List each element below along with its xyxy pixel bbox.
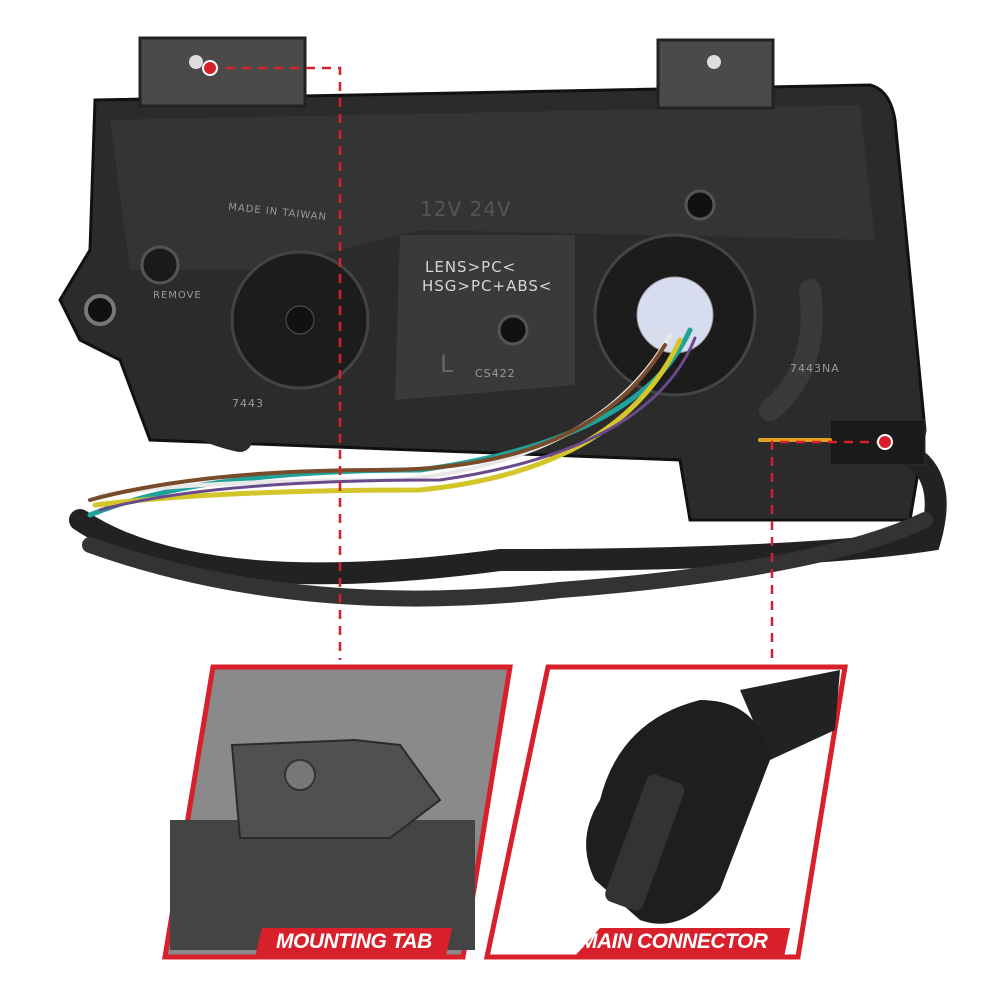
inset-mounting-tab (162, 664, 513, 960)
molded-text-remove: REMOVE (153, 290, 202, 301)
headlight-housing (58, 36, 927, 522)
callout-lines (210, 66, 885, 660)
molded-text-side: L (440, 350, 455, 378)
wiring-harness (69, 279, 947, 607)
mounting-tab-right (656, 38, 775, 110)
inset-main-connector (483, 664, 848, 960)
callout-label-main-connector: MAIN CONNECTOR (580, 930, 768, 953)
callout-dot-connector (877, 434, 893, 450)
callout-label-mounting-tab: MOUNTING TAB (276, 930, 432, 953)
callout-dot-mounting-tab (202, 60, 218, 76)
mounting-tab-left (138, 36, 307, 108)
molded-text-lens: LENS>PC< (425, 258, 517, 276)
molded-text-code: CS422 (475, 367, 516, 380)
molded-text-bulb-left: 7443 (232, 397, 264, 410)
molded-text-voltage: 12V 24V (420, 197, 512, 221)
molded-text-bulb-right: 7443NA (790, 362, 840, 375)
molded-text-housing: HSG>PC+ABS< (422, 277, 553, 295)
